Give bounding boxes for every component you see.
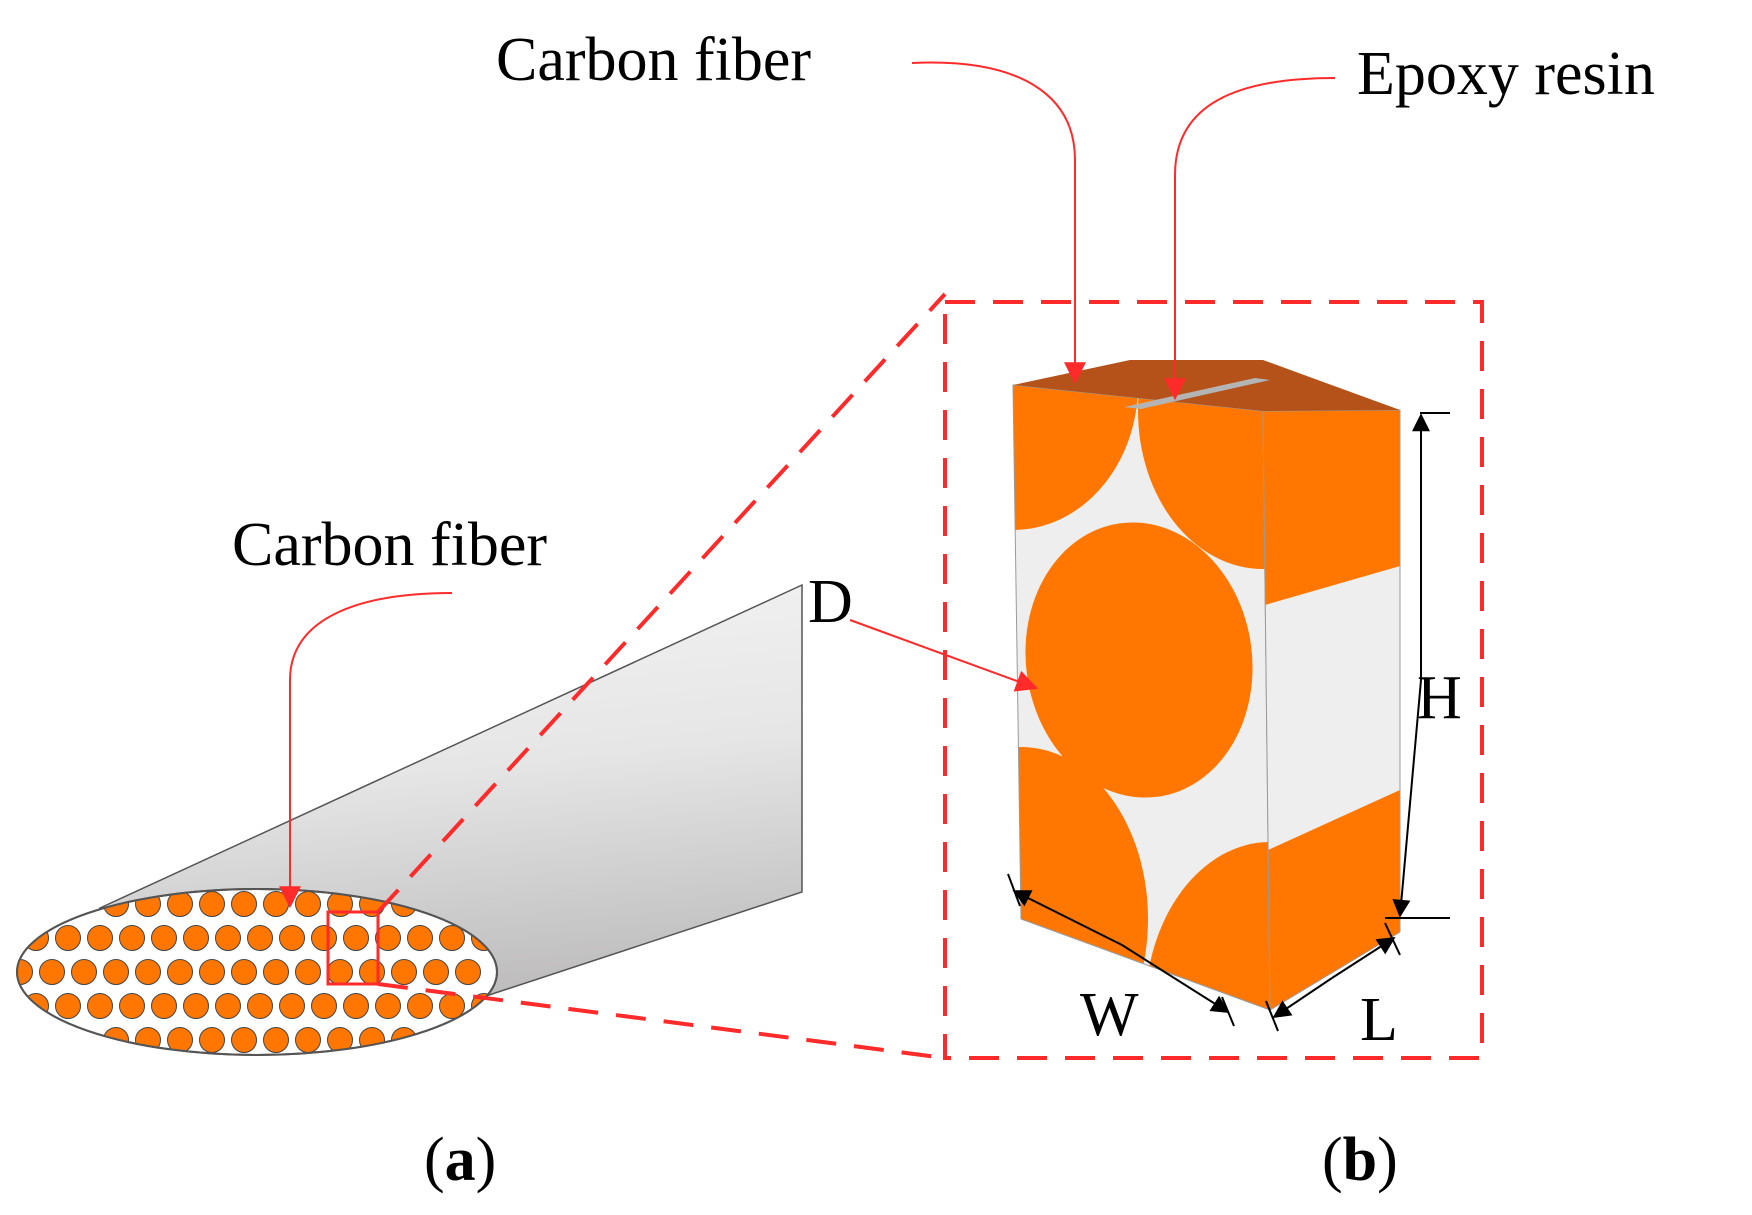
fiber-dot [311, 993, 337, 1019]
fiber-dot [407, 993, 433, 1019]
fiber-dot [455, 959, 481, 985]
fiber-dot [359, 1027, 385, 1053]
label-carbon-fiber-b: Carbon fiber [496, 26, 811, 94]
fiber-dot [439, 993, 465, 1019]
panel-b [943, 300, 1484, 1060]
fiber-center [1025, 522, 1253, 798]
fiber-dot [295, 891, 321, 917]
fiber-dot [263, 891, 289, 917]
fiber-dot [375, 925, 401, 951]
fiber-dot [375, 993, 401, 1019]
fiber-dot [279, 925, 305, 951]
zoom-frame [943, 300, 1484, 1060]
fiber-dot [439, 925, 465, 951]
fiber-dot [151, 925, 177, 951]
fiber-dot [231, 1027, 257, 1053]
fiber-dot [343, 993, 369, 1019]
fiber-dot [231, 891, 257, 917]
fiber-dot [391, 959, 417, 985]
label-dim-d: D [808, 568, 853, 636]
width-arrow [1012, 890, 1123, 946]
fiber-dot [135, 1027, 161, 1053]
unit-cell-side-face [1263, 410, 1400, 1010]
fiber-dot [295, 959, 321, 985]
fiber-dot [103, 959, 129, 985]
fiber-dot [263, 1027, 289, 1053]
fiber-dot [199, 1027, 225, 1053]
fiber-dot [183, 925, 209, 951]
fiber-dot [17, 959, 33, 985]
fiber-dot [423, 959, 449, 985]
caption-b: (b) [1322, 1126, 1398, 1194]
selection-box [326, 910, 380, 986]
fiber-dot [87, 993, 113, 1019]
fiber-dot [359, 959, 385, 985]
fiber-dot [135, 959, 161, 985]
arrow-resin [1164, 77, 1336, 401]
fiber-dot [231, 959, 257, 985]
dimension-lines [1007, 412, 1450, 1032]
fiber-dot [407, 925, 433, 951]
fiber-dot [183, 993, 209, 1019]
fiber-quarter-top-left [1013, 385, 1138, 530]
label-carbon-fiber-a: Carbon fiber [232, 511, 547, 579]
fiber-dot [71, 959, 97, 985]
label-dim-h: H [1417, 664, 1462, 732]
label-epoxy-resin: Epoxy resin [1357, 40, 1655, 108]
fiber-dot [87, 925, 113, 951]
fiber-dot [199, 959, 225, 985]
fiber-dot [279, 993, 305, 1019]
fiber-dot [215, 993, 241, 1019]
fiber-quarter-bottom-right [1145, 842, 1270, 1010]
annotation-arrows [279, 61, 1336, 909]
unit-cell-top-face [1013, 360, 1400, 411]
fiber-dot [295, 1027, 321, 1053]
fiber-dot [199, 891, 225, 917]
label-dim-l: L [1360, 986, 1398, 1054]
fiber-dot [247, 993, 273, 1019]
fiber-dot [263, 959, 289, 985]
panel-a [16, 583, 803, 1056]
length-arrow [1272, 977, 1333, 1019]
fiber-dot [39, 959, 65, 985]
label-dim-w: W [1080, 981, 1139, 1049]
fiber-dot [119, 993, 145, 1019]
resin-strip-top [1124, 378, 1270, 409]
fiber-dot [167, 959, 193, 985]
arrow-fiber-b [911, 61, 1086, 385]
fiber-dot [119, 925, 145, 951]
arrow-diameter [849, 619, 1039, 692]
fiber-dot [215, 925, 241, 951]
fiber-dot [247, 925, 273, 951]
fiber-dot [151, 993, 177, 1019]
fiber-dot [327, 959, 353, 985]
fiber-dot [343, 925, 369, 951]
fiber-dot [55, 993, 81, 1019]
fiber-dot [311, 925, 337, 951]
caption-a: (a) [424, 1126, 496, 1194]
fiber-dot [55, 925, 81, 951]
arrow-fiber-a [279, 592, 453, 909]
zoom-connector [376, 292, 947, 1060]
